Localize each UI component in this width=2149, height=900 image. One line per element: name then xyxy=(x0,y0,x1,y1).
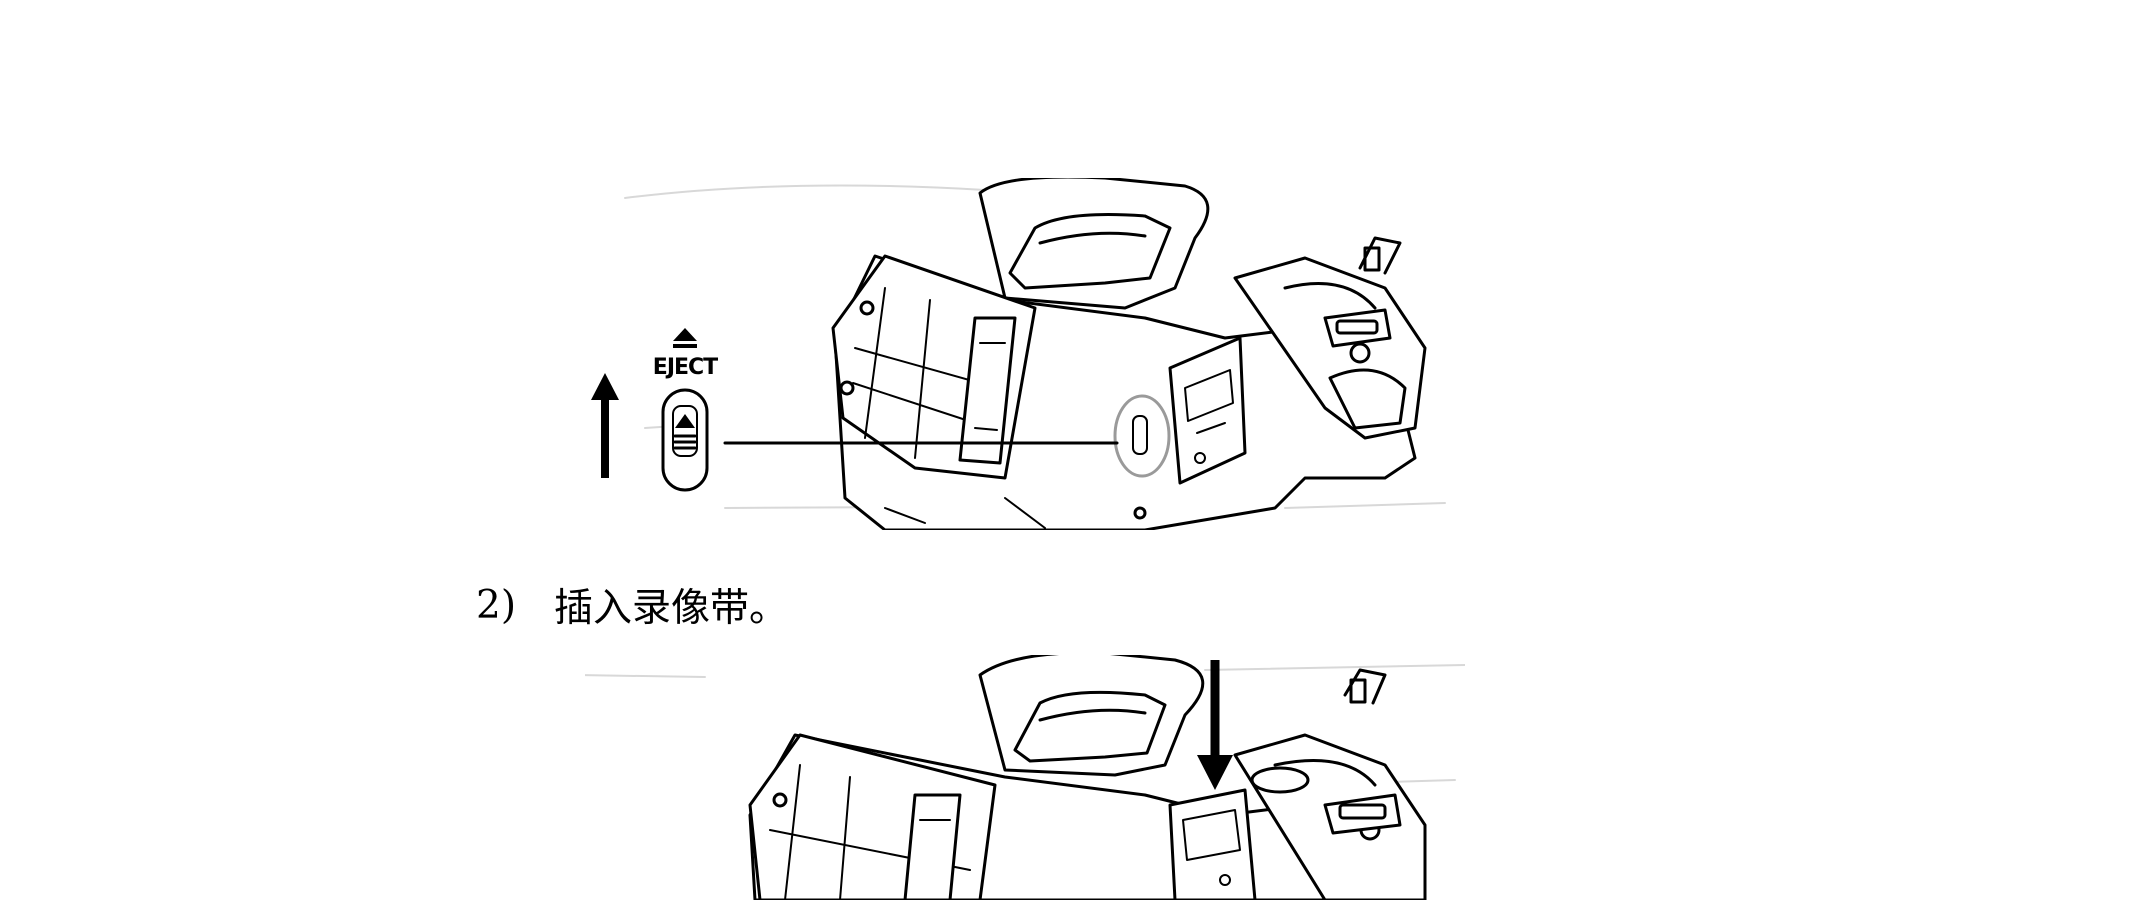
eject-label: EJECT xyxy=(653,355,718,380)
camera-body xyxy=(831,236,1427,530)
camera-eject-illustration: EJECT xyxy=(591,178,1446,530)
eject-symbol-icon xyxy=(673,328,697,348)
camera-handle xyxy=(978,655,1205,777)
eject-switch-icon xyxy=(661,388,709,492)
insert-down-arrow-icon xyxy=(1197,660,1233,790)
step-2-caption: 2) 插入录像带。 xyxy=(476,580,789,632)
cassette-tape xyxy=(1168,788,1257,900)
slide-up-arrow-icon xyxy=(591,373,619,478)
step-number: 2) xyxy=(476,582,517,628)
camera-insert-cassette-illustration xyxy=(585,655,1465,900)
camera-handle xyxy=(978,178,1210,310)
eject-switch-highlight xyxy=(1113,394,1171,478)
step-text: 插入录像带。 xyxy=(554,586,789,631)
